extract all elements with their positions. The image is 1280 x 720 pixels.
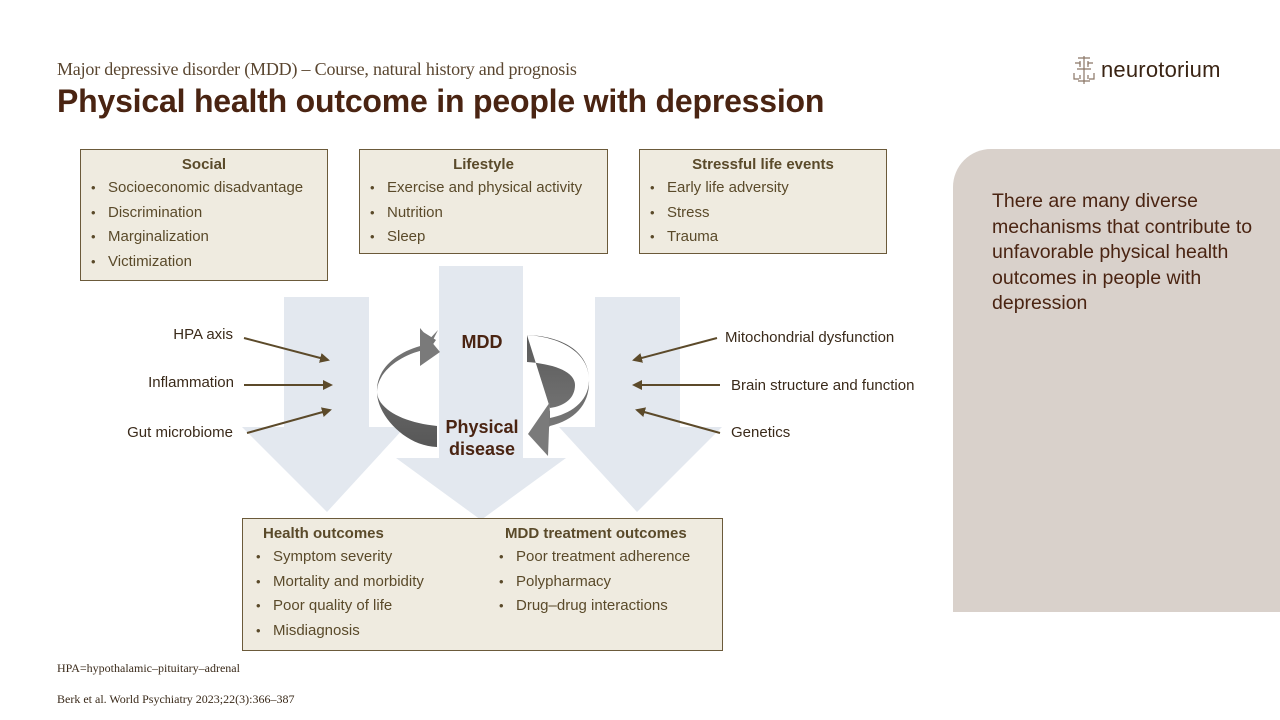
cycle-arrow-up-head (420, 328, 440, 366)
treatment-outcomes-heading: MDD treatment outcomes (505, 525, 687, 542)
health-outcomes-heading: Health outcomes (263, 525, 384, 542)
cycle-arrow-down (527, 335, 590, 437)
list-item: Polypharmacy (499, 570, 690, 595)
list-item: Poor quality of life (256, 594, 424, 619)
cycle-arrow-down-head (528, 402, 550, 456)
list-item: Early life adversity (650, 176, 886, 201)
cycle-arrow-up (376, 330, 438, 447)
slide-title: Physical health outcome in people with d… (57, 83, 825, 119)
factor-mitochondrial-dysfunction: Mitochondrial dysfunction (725, 329, 895, 346)
list-item: Socioeconomic disadvantage (91, 176, 327, 201)
slide-subtitle: Major depressive disorder (MDD) – Course… (57, 59, 577, 79)
side-note-text: There are many diverse mechanisms that c… (992, 190, 1253, 314)
physical-disease-label: Physical disease (432, 416, 532, 460)
reference-footnote: Berk et al. World Psychiatry 2023;22(3):… (57, 692, 295, 706)
list-item: Poor treatment adherence (499, 545, 690, 570)
list-item: Mortality and morbidity (256, 570, 424, 595)
logo-text: neurotorium (1101, 57, 1221, 82)
box-heading: Stressful life events (692, 156, 834, 173)
factor-gut-microbiome: Gut microbiome (127, 424, 233, 441)
list-item: Misdiagnosis (256, 619, 424, 644)
mechanism-diagram: Social Socioeconomic disadvantage Discri… (0, 0, 950, 720)
social-box: Social Socioeconomic disadvantage Discri… (80, 149, 328, 281)
factor-hpa-axis: HPA axis (173, 326, 233, 343)
list-item: Drug–drug interactions (499, 594, 690, 619)
list-item: Marginalization (91, 225, 327, 250)
factor-genetics: Genetics (731, 424, 791, 441)
list-item: Stress (650, 201, 886, 226)
list-item: Sleep (370, 225, 607, 250)
factor-brain-structure: Brain structure and function (731, 377, 915, 394)
box-heading: Lifestyle (453, 156, 514, 173)
center-flow-arrow (396, 266, 566, 520)
right-flow-arrow (559, 297, 722, 512)
abbreviation-footnote: HPA=hypothalamic–pituitary–adrenal (57, 661, 240, 675)
list-item: Trauma (650, 225, 886, 250)
list-item: Discrimination (91, 201, 327, 226)
list-item: Symptom severity (256, 545, 424, 570)
treatment-outcomes-column: MDD treatment outcomes Poor treatment ad… (499, 519, 690, 619)
box-heading: Social (181, 156, 227, 173)
brain-tree-icon (1073, 56, 1095, 84)
pointer-arrow-mito (632, 337, 718, 363)
list-item: Exercise and physical activity (370, 176, 607, 201)
mdd-label: MDD (461, 332, 503, 352)
left-flow-arrow (242, 297, 405, 512)
side-note-panel: There are many diverse mechanisms that c… (953, 149, 1280, 612)
physical-disease-line2: disease (448, 439, 516, 459)
stressful-life-events-box: Stressful life events Early life adversi… (639, 149, 887, 254)
list-item: Nutrition (370, 201, 607, 226)
physical-disease-line1: Physical (445, 417, 519, 437)
list-item: Victimization (91, 250, 327, 275)
pointer-arrow-gut (246, 407, 332, 434)
lifestyle-box: Lifestyle Exercise and physical activity… (359, 149, 608, 254)
pointer-arrow-genetics (635, 407, 721, 434)
factor-inflammation: Inflammation (148, 374, 234, 391)
pointer-arrow-hpa (243, 337, 330, 363)
neurotorium-logo: neurotorium (1071, 54, 1221, 86)
health-outcomes-column: Health outcomes Symptom severity Mortali… (256, 519, 424, 643)
outcomes-box: Health outcomes Symptom severity Mortali… (242, 518, 723, 651)
